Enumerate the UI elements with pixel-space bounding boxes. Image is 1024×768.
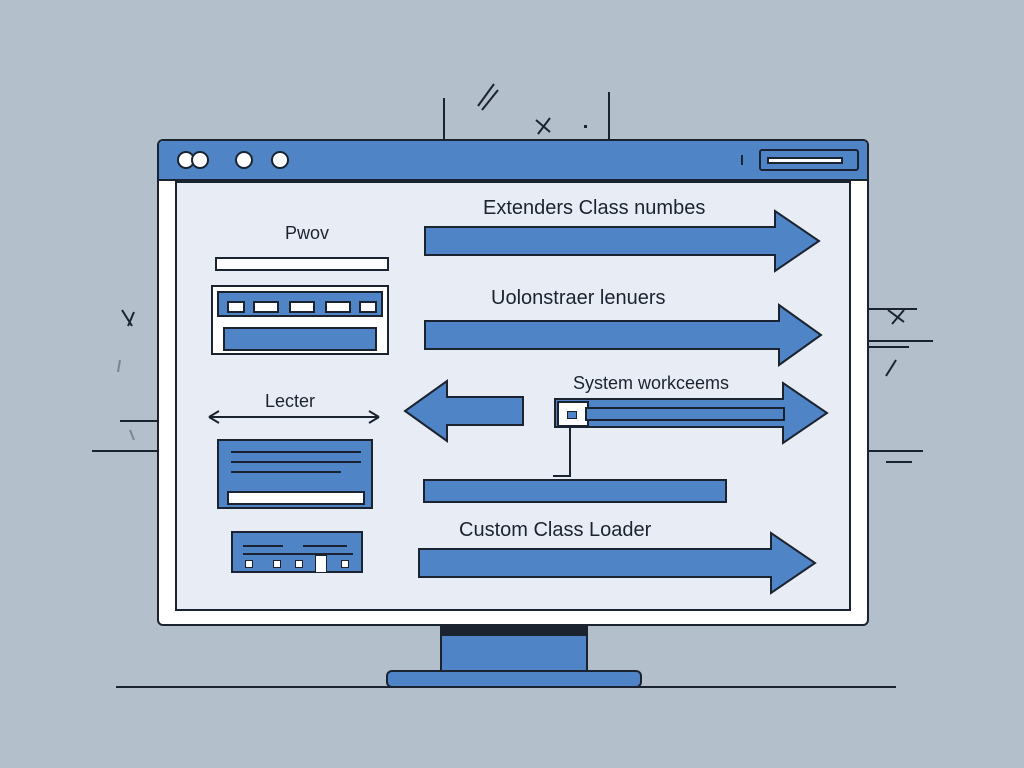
connector-vertical [569,427,571,477]
panel-knob-1 [245,560,253,568]
plain-bar [423,479,727,503]
arrow-back-left [403,379,524,443]
arrow-extenders [424,209,821,273]
desk-line [116,686,896,688]
module-slot-1 [227,301,245,313]
system-label: System workceems [573,373,730,393]
bg-scribble-top [477,83,551,135]
bg-scribble-right [885,309,912,463]
titlebar-search-inner [767,157,843,164]
uolonstraer-label: Uolonstraer lenuers [491,287,666,309]
bg-scribble-left [117,309,135,441]
panel-knob-4 [341,560,349,568]
bg-line-left-1 [120,420,158,422]
bg-line-right-3 [869,346,909,348]
doc-line-2 [231,461,361,463]
module-slot-3 [289,301,315,313]
custom-class-loader-label: Custom Class Loader [459,519,652,541]
left-document-card [217,439,373,509]
panel-line-3 [243,553,353,555]
module-header [217,291,383,317]
bg-line-left-2 [92,450,158,452]
neck-shadow [442,626,586,636]
panel-white-slot [315,555,327,573]
module-slot-5 [359,301,377,313]
system-box-led [567,411,577,419]
system-inner-track [585,407,785,421]
doc-field [227,491,365,505]
extenders-label: Extenders Class numbes [483,197,706,219]
window-dot-3[interactable] [235,151,253,169]
screen-content: Pwov Lecter [175,181,851,611]
panel-knob-2 [273,560,281,568]
bg-mark-1 [443,98,445,140]
monitor: Pwov Lecter [157,139,869,626]
module-slot-4 [325,301,351,313]
arrow-uolonstraer [424,303,823,367]
bg-mark-3 [584,125,587,128]
bg-mark-2 [608,92,610,140]
panel-knob-3 [295,560,303,568]
doc-line-3 [231,471,341,473]
titlebar-tick [741,155,743,165]
left-mid-label: Lecter [265,391,316,411]
doc-line-1 [231,451,361,453]
titlebar-search-field[interactable] [759,149,859,171]
bg-line-right-1 [869,308,917,310]
module-slot-2 [253,301,279,313]
panel-line-2 [303,545,347,547]
panel-line-1 [243,545,283,547]
left-class-module [211,285,389,355]
left-top-rail [215,257,389,271]
window-titlebar [159,141,867,181]
bg-line-right-4 [869,450,923,452]
connector-horizontal [553,475,571,477]
window-dot-4[interactable] [271,151,289,169]
window-dot-2[interactable] [191,151,209,169]
arrow-custom-class-loader [418,531,817,595]
module-base [223,327,377,351]
left-top-label: Pwov [285,223,330,243]
bg-line-right-2 [869,340,933,342]
left-double-arrow [208,410,380,424]
left-control-panel [231,531,363,573]
monitor-neck [440,626,588,672]
